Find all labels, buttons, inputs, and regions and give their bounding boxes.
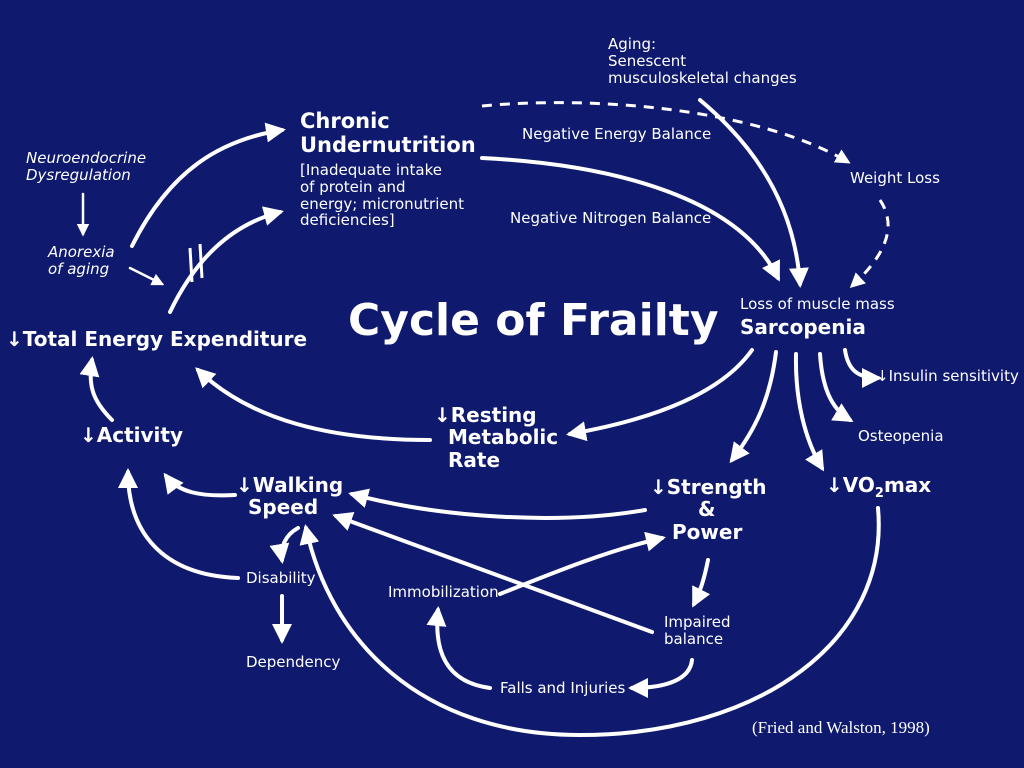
down-arrow-icon: ↓ xyxy=(650,475,667,499)
total-energy-expenditure-label: ↓Total Energy Expenditure xyxy=(6,328,307,350)
loss-of-muscle-mass-label: Loss of muscle mass xyxy=(740,295,895,313)
osteopenia-label: Osteopenia xyxy=(858,427,944,445)
neuro-line-2: Dysregulation xyxy=(26,165,131,184)
weight-loss-label: Weight Loss xyxy=(850,169,940,187)
sarcopenia-label: Sarcopenia xyxy=(740,315,866,339)
arrow-aging-to-sarcopenia xyxy=(698,98,809,288)
negative-nitrogen-balance-label: Negative Nitrogen Balance xyxy=(510,209,712,227)
vo2-text: VO xyxy=(842,473,875,497)
insulin-text: Insulin sensitivity xyxy=(888,367,1019,385)
chronic-detail-3: energy; micronutrient xyxy=(300,194,464,213)
arrow-weight-loss-to-sarcopenia xyxy=(849,199,890,289)
falls-and-injuries-label: Falls and Injuries xyxy=(500,679,626,697)
anorexia-line-2: of aging xyxy=(48,259,110,278)
down-arrow-icon: ↓ xyxy=(434,403,451,427)
impaired-balance-label: Impaired balance xyxy=(664,614,731,648)
diagram-title: Cycle of Frailty xyxy=(348,295,719,346)
arrow-sarcopenia-to-strength xyxy=(729,350,778,464)
disability-label: Disability xyxy=(246,569,316,587)
citation: (Fried and Walston, 1998) xyxy=(752,718,930,737)
walking-speed-label: ↓Walking Speed xyxy=(236,474,343,519)
walking-line-1: Walking xyxy=(252,473,344,497)
neuro-line-1: Neuroendocrine xyxy=(26,149,147,167)
impaired-line-2: balance xyxy=(664,629,724,648)
arrow-sarcopenia-to-vo2 xyxy=(793,352,825,472)
aging-line-3: musculoskeletal changes xyxy=(608,68,797,87)
arrow-energy-to-undernutrition xyxy=(168,206,284,314)
chronic-detail-4: deficiencies] xyxy=(300,211,395,230)
down-arrow-icon: ↓ xyxy=(6,327,23,351)
down-arrow-icon: ↓ xyxy=(236,473,253,497)
arrow-walking-to-disability xyxy=(269,526,300,564)
arrow-strength-to-walking xyxy=(348,488,647,520)
negative-energy-balance-label: Negative Energy Balance xyxy=(522,125,712,143)
chronic-detail-2: of protein and xyxy=(300,177,406,196)
vo2-max-text: max xyxy=(883,473,932,497)
arrow-activity-to-energy xyxy=(79,356,114,422)
down-arrow-icon: ↓ xyxy=(80,423,97,447)
arrow-walking-to-activity xyxy=(163,472,237,498)
arrow-resting-to-energy xyxy=(195,367,432,442)
down-arrow-icon: ↓ xyxy=(876,367,889,385)
arrow-nitrogen-to-sarcopenia xyxy=(480,156,780,282)
neuroendocrine-label: Neuroendocrine Dysregulation xyxy=(26,150,146,184)
immobilization-label: Immobilization xyxy=(388,583,499,601)
strength-line-2: & xyxy=(698,497,716,522)
arrow-sarcopenia-to-osteopenia xyxy=(818,352,854,423)
arrow-balance-to-walking xyxy=(332,512,654,634)
chronic-undernutrition-title: Chronic Undernutrition xyxy=(300,109,476,157)
impaired-line-1: Impaired xyxy=(664,613,731,631)
walking-line-2: Speed xyxy=(248,495,319,520)
insulin-sensitivity-label: ↓Insulin sensitivity xyxy=(876,368,1019,385)
arrow-anorexia-small xyxy=(128,266,165,286)
arrow-energy-balance-to-weight-loss xyxy=(481,101,851,164)
vo2-subscript: 2 xyxy=(874,486,884,501)
arrow-sarcopenia-to-insulin xyxy=(843,348,882,388)
dependency-label: Dependency xyxy=(246,653,341,671)
arrow-balance-to-falls xyxy=(628,658,694,698)
arrow-anorexia-to-undernutrition xyxy=(130,122,286,248)
aging-line-1: Aging: xyxy=(608,35,657,53)
aging-line-2: Senescent xyxy=(608,51,687,70)
arrow-vo2-to-walking xyxy=(299,506,881,738)
arrow-sarcopenia-to-resting xyxy=(566,348,754,442)
activity-text: Activity xyxy=(96,423,184,447)
anorexia-line-1: Anorexia xyxy=(48,243,115,261)
resting-line-2: Metabolic xyxy=(448,425,559,450)
down-arrow-icon: ↓ xyxy=(826,473,843,497)
chronic-undernutrition-detail: [Inadequate intake of protein and energy… xyxy=(300,162,464,229)
activity-label: ↓Activity xyxy=(80,424,183,446)
strength-line-1: Strength xyxy=(666,475,767,499)
resting-metabolic-rate-label: ↓Resting Metabolic Rate xyxy=(434,404,558,471)
strength-line-3: Power xyxy=(672,519,743,544)
aging-label: Aging: Senescent musculoskeletal changes xyxy=(608,36,797,86)
break-mark-left xyxy=(188,247,194,283)
break-mark-right xyxy=(198,243,204,279)
anorexia-label: Anorexia of aging xyxy=(48,244,115,278)
arrow-falls-to-immobilization xyxy=(426,606,492,690)
total-energy-text: Total Energy Expenditure xyxy=(22,327,308,351)
vo2max-label: ↓VO2max xyxy=(826,474,931,502)
chronic-line-2: Undernutrition xyxy=(300,132,476,157)
resting-line-1: Resting xyxy=(450,403,537,427)
arrow-strength-to-balance xyxy=(692,558,711,608)
resting-line-3: Rate xyxy=(448,447,501,472)
strength-power-label: ↓Strength & Power xyxy=(650,476,767,543)
arrow-disability-to-activity xyxy=(118,468,240,580)
chronic-detail-1: [Inadequate intake xyxy=(300,161,442,179)
chronic-line-1: Chronic xyxy=(300,109,390,133)
